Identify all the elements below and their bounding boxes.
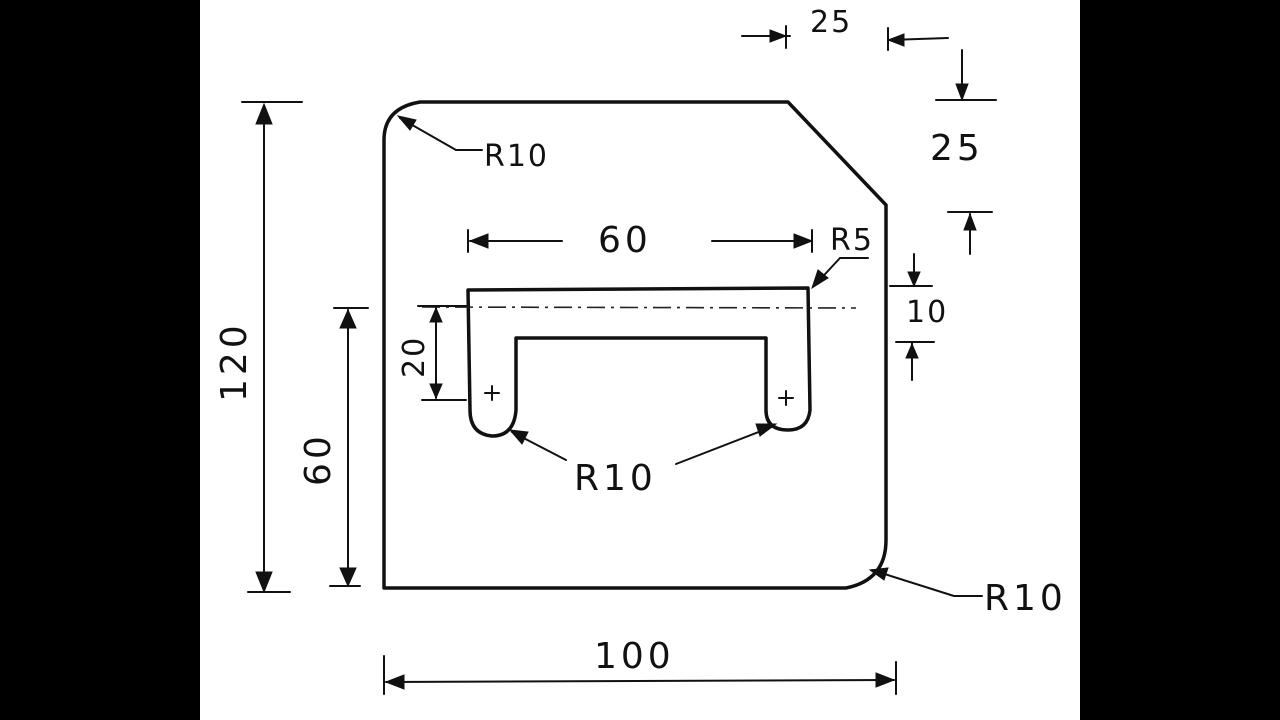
label-overall-height: 120	[214, 321, 255, 402]
dimension-slot-depth	[417, 305, 467, 401]
part-outline	[382, 100, 888, 590]
leader-radius-top-left	[396, 115, 483, 151]
leader-radius-slot-top	[811, 257, 869, 290]
drawing-sheet	[200, 0, 1080, 720]
leader-radius-bottom-right	[868, 567, 983, 597]
label-slot-depth: 20	[397, 336, 432, 378]
label-slot-offset: 10	[906, 295, 948, 330]
leader-radius-slot-bottom	[508, 423, 778, 465]
dimension-chamfer-x	[741, 25, 949, 51]
dimension-slot-width	[467, 229, 814, 253]
label-radius-slot-bottom: R10	[574, 458, 657, 499]
dimension-overall-width	[383, 655, 897, 695]
center-mark-left	[484, 385, 500, 401]
dimension-slot-offset	[889, 253, 935, 381]
label-overall-width: 100	[594, 636, 675, 677]
dimension-overall-height	[241, 101, 303, 594]
label-radius-top-left: R10	[484, 139, 549, 174]
slot-centerline	[421, 306, 857, 309]
label-radius-slot-top: R5	[830, 223, 874, 258]
label-slot-width: 60	[598, 220, 652, 261]
dimension-slot-bottom-height	[329, 307, 369, 588]
label-slot-bottom-height: 60	[298, 432, 339, 486]
center-mark-right	[778, 390, 794, 406]
slot-outline	[466, 286, 812, 438]
label-chamfer-y: 25	[930, 128, 984, 169]
label-chamfer-x: 25	[810, 5, 852, 40]
dimension-chamfer-y	[935, 49, 997, 255]
label-radius-bottom-right: R10	[984, 578, 1067, 619]
